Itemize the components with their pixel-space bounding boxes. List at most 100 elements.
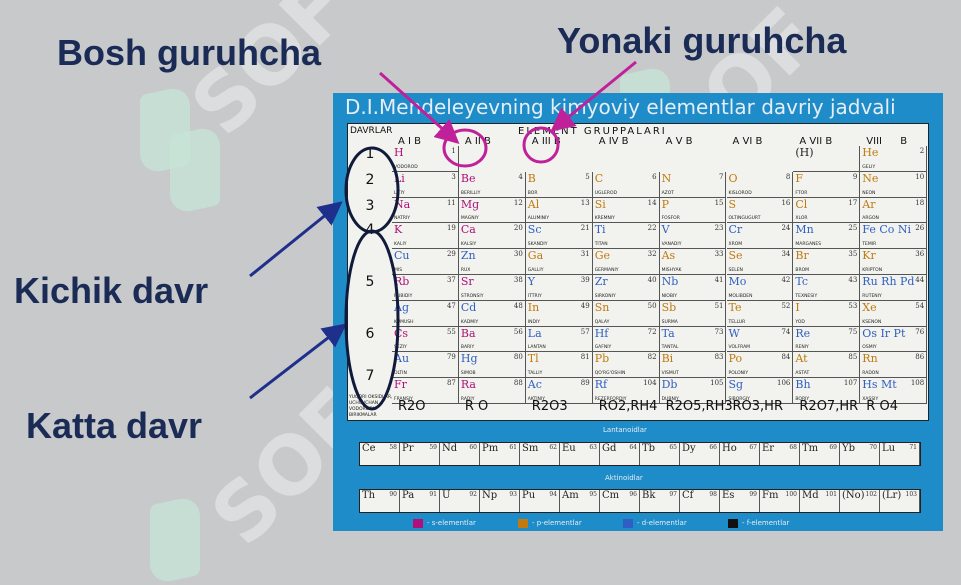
element-name: RADON [862,371,879,377]
element-symbol: La [527,326,542,340]
element-symbol: Bi [661,352,674,366]
atomic-number: 59 [429,444,437,451]
element-symbol: W [728,326,740,340]
atomic-number: 75 [848,327,858,336]
element-symbol: Np [482,490,498,501]
atomic-number: 81 [580,353,590,362]
element-symbol: Es [722,490,735,501]
element-symbol: Bh [795,378,811,392]
atomic-number: 73 [714,327,724,336]
element-name: GELIY [862,164,876,170]
f-element-cell: Cf 98 [680,490,720,512]
element-symbol: Li [394,171,405,185]
element-symbol: Sn [594,300,610,314]
legend-p: - p-elementlar [518,518,582,528]
atomic-number: 88 [513,379,523,388]
element-name: LITIY [394,190,405,196]
element-symbol: He [862,146,879,159]
element-symbol: I [795,300,800,314]
element-name: VODOROD [394,164,418,170]
atomic-number: 8 [785,172,791,181]
atomic-number: 98 [709,491,717,498]
element-symbol: N [661,171,672,185]
element-symbol: Hf [594,326,609,340]
f-element-cell: Pr 59 [400,443,440,465]
element-symbol: Se [728,249,743,263]
element-symbol: Hs Mt [862,378,897,392]
atomic-number: 19 [446,224,456,233]
atomic-number: 67 [749,444,757,451]
element-name: FOSFOR [661,216,680,222]
atomic-number: 20 [513,224,523,233]
element-name: AZOT [661,190,675,196]
element-name: SURMA [661,319,678,325]
atomic-number: 49 [580,301,590,310]
element-name: ITTRIY [527,293,542,299]
atomic-number: 90 [389,491,397,498]
atomic-number: 65 [669,444,677,451]
element-symbol: At [795,352,808,366]
element-symbol: Cf [682,490,694,501]
element-symbol: Al [527,197,540,211]
legend-swatch [728,518,738,528]
element-symbol: U [442,490,451,501]
period-number: 6 [365,326,375,342]
element-symbol: Cd [460,300,477,314]
period-number: 2 [365,172,375,188]
element-name: RUX [460,267,471,273]
element-symbol: Sr [460,275,474,288]
element-symbol: Nb [661,275,679,288]
element-symbol: Tm [802,443,819,454]
atomic-number: 17 [848,198,858,207]
f-element-cell: (Lr)103 [880,490,920,512]
element-name: GERMANIY [594,267,619,273]
atomic-number: 14 [647,198,657,207]
element-name: BERILLIY [460,190,481,196]
element-symbol: Ac [527,378,542,392]
atomic-number: 108 [910,379,925,388]
element-symbol: S [728,197,737,211]
element-name: TALLIY [527,371,543,377]
atomic-number: 87 [446,379,456,388]
element-name: XASSIY [862,396,879,402]
element-symbol: Pr [402,443,414,454]
element-name: ARGON [862,216,879,222]
group-header: VIII [866,136,882,147]
atomic-number: 54 [915,301,925,310]
element-name: STRONSIY [460,293,484,299]
element-symbol: Fr [394,378,407,392]
atomic-number: 48 [513,301,523,310]
atomic-number: 104 [643,379,657,388]
element-cell: (H) [793,146,861,172]
element-symbol: Mo [728,275,747,288]
element-name: SIBORGIY [728,396,750,402]
atomic-number: 32 [647,250,657,259]
element-symbol: Pm [482,443,499,454]
atomic-number: 42 [781,276,791,284]
element-name: TEMIR [862,242,877,248]
element-name: NATRIY [394,216,411,222]
element-name: KSENON [862,319,882,325]
